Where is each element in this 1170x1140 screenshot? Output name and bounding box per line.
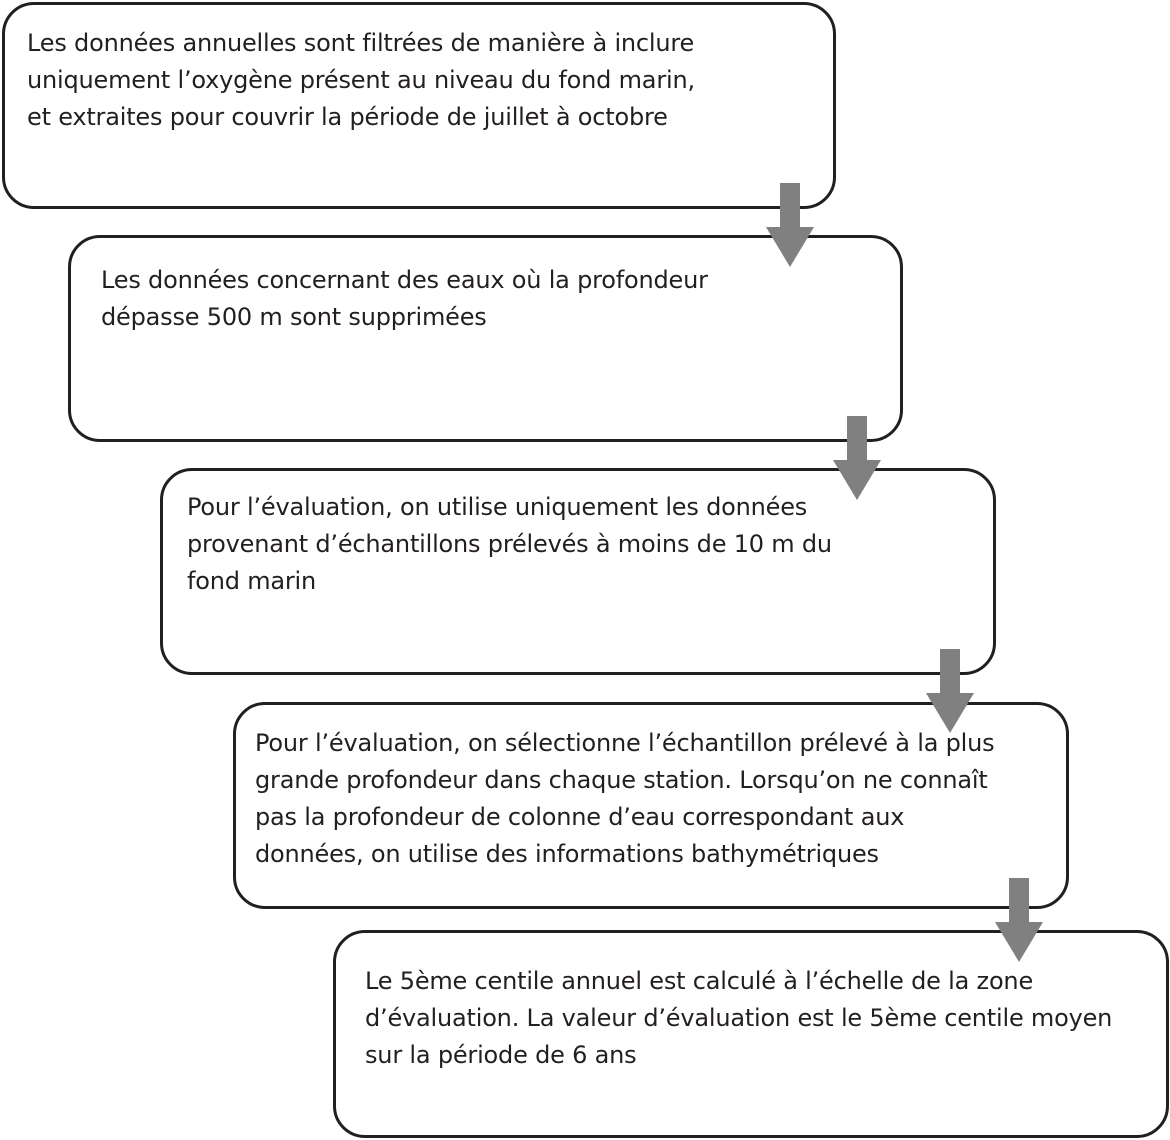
text-line: Pour l’évaluation, on sélectionne l’écha… <box>255 729 995 757</box>
flow-step-2: Les données concernant des eaux où la pr… <box>68 235 903 442</box>
text-line: d’évaluation. La valeur d’évaluation est… <box>365 1004 1113 1032</box>
text-line: provenant d’échantillons prélevés à moin… <box>187 530 832 558</box>
step-text: Pour l’évaluation, on sélectionne l’écha… <box>255 725 995 873</box>
flow-step-4: Pour l’évaluation, on sélectionne l’écha… <box>233 702 1069 909</box>
step-text: Le 5ème centile annuel est calculé à l’é… <box>365 963 1112 1074</box>
flow-step-1: Les données annuelles sont filtrées de m… <box>2 2 836 209</box>
text-line: sur la période de 6 ans <box>365 1041 637 1069</box>
step-text: Les données annuelles sont filtrées de m… <box>27 25 695 136</box>
arrow-down-icon <box>995 878 1043 962</box>
arrow-down-icon <box>833 416 881 500</box>
text-line: pas la profondeur de colonne d’eau corre… <box>255 803 905 831</box>
text-line: grande profondeur dans chaque station. L… <box>255 766 988 794</box>
step-text: Les données concernant des eaux où la pr… <box>101 262 708 336</box>
flow-step-3: Pour l’évaluation, on utilise uniquement… <box>160 468 996 675</box>
text-line: Les données annuelles sont filtrées de m… <box>27 29 695 57</box>
text-line: données, on utilise des informations bat… <box>255 840 879 868</box>
text-line: dépasse 500 m sont supprimées <box>101 303 487 331</box>
arrow-down-icon <box>766 183 814 267</box>
text-line: Pour l’évaluation, on utilise uniquement… <box>187 493 808 521</box>
text-line: fond marin <box>187 567 317 595</box>
text-line: Les données concernant des eaux où la pr… <box>101 266 708 294</box>
step-text: Pour l’évaluation, on utilise uniquement… <box>187 489 832 600</box>
text-line: uniquement l’oxygène présent au niveau d… <box>27 66 695 94</box>
flow-step-5: Le 5ème centile annuel est calculé à l’é… <box>333 930 1169 1138</box>
text-line: et extraites pour couvrir la période de … <box>27 103 668 131</box>
text-line: Le 5ème centile annuel est calculé à l’é… <box>365 967 1034 995</box>
arrow-down-icon <box>926 649 974 733</box>
